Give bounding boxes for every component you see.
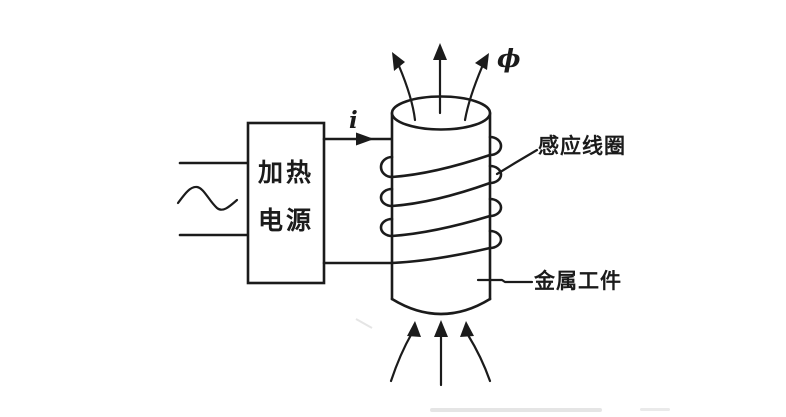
workpiece-label: 金属工件 <box>533 269 622 293</box>
flux-arrow-top-left-head-icon <box>392 52 405 71</box>
power-supply-label-line2: 电源 <box>258 207 314 235</box>
flux-arrow-top-right-tail <box>463 65 484 122</box>
coil-strand-4 <box>390 246 492 265</box>
coil-strand-2 <box>390 181 492 208</box>
scan-artifacts <box>355 318 670 412</box>
cylinder-bottom-arc <box>390 297 492 316</box>
workpiece-annotation: 金属工件 <box>476 269 622 293</box>
flux-arrow-bottom-right-tail <box>466 333 492 383</box>
power-supply-rect <box>246 121 326 285</box>
current-label: i <box>349 107 358 134</box>
coil-loop-right-1 <box>488 135 503 157</box>
coil-annotation: 感应线圈 <box>495 134 626 176</box>
output-wires: i <box>322 107 394 265</box>
power-supply-box: 加热 电源 <box>246 121 326 285</box>
flux-arrow-top-middle-head-icon <box>433 43 447 60</box>
ac-input <box>176 161 250 237</box>
flux-arrows-bottom <box>389 320 492 387</box>
coil-loop-left-2 <box>379 187 394 208</box>
flux-arrow-bottom-left-head-icon <box>407 321 421 337</box>
flux-arrows-top: ϕ <box>392 43 521 122</box>
flux-arrow-top-right-head-icon <box>475 53 489 70</box>
scan-scratch <box>355 318 373 329</box>
flux-label: ϕ <box>497 44 521 73</box>
coil-leader-line <box>495 148 539 176</box>
coil-strand-1 <box>390 153 492 179</box>
coil-loop-right-3 <box>488 197 503 218</box>
flux-arrow-bottom-left-tail <box>389 331 414 383</box>
coil-loop-right-4 <box>488 229 503 250</box>
cylinder-body-fill <box>392 113 490 314</box>
current-arrow-icon <box>356 132 374 146</box>
power-supply-label-line1: 加热 <box>257 159 314 187</box>
coil-loop-right-2 <box>488 164 503 185</box>
scan-streak-small <box>640 408 670 411</box>
workpiece-leader-line <box>476 278 534 284</box>
scan-streak <box>430 408 602 412</box>
induction-coil <box>379 135 503 265</box>
coil-label: 感应线圈 <box>538 134 626 158</box>
coil-loop-left-3 <box>379 217 394 238</box>
flux-arrow-top-left-tail <box>397 64 417 122</box>
flux-arrow-bottom-right-head-icon <box>460 321 474 337</box>
flux-arrow-bottom-middle-head-icon <box>434 320 448 337</box>
sine-wave-icon <box>176 185 239 211</box>
coil-loop-left-1 <box>379 155 394 179</box>
coil-strand-3 <box>390 214 492 238</box>
